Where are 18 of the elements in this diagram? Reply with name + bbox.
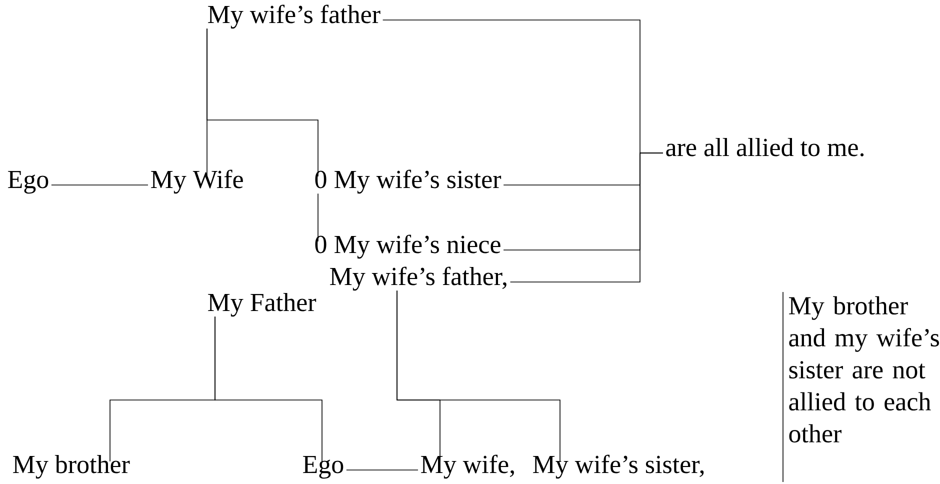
person-name: are all allied to me. [666, 138, 864, 156]
connector-line [510, 152, 664, 282]
person-name: My Father [208, 292, 316, 317]
person-name: 0 My wife’s niece [315, 234, 500, 259]
person-name: My Wife [151, 170, 243, 194]
person-name: 0 My wife’s sister [315, 170, 502, 194]
person-name: Ego [303, 456, 344, 479]
connector-line [214, 316, 322, 462]
person-name: My wife’s father, [330, 266, 506, 291]
person-name: My brother [13, 454, 130, 479]
person-name: My wife’s sister, [533, 454, 704, 479]
note-text: My brother and my wife’s sister are not allied to each other [789, 296, 939, 443]
connector-line [396, 290, 560, 462]
connector-line [206, 28, 318, 177]
person-name: Ego [8, 170, 48, 194]
person-name: My wife’s father [208, 4, 380, 29]
person-name: My wife, [421, 454, 514, 479]
connector-line [51, 184, 148, 186]
